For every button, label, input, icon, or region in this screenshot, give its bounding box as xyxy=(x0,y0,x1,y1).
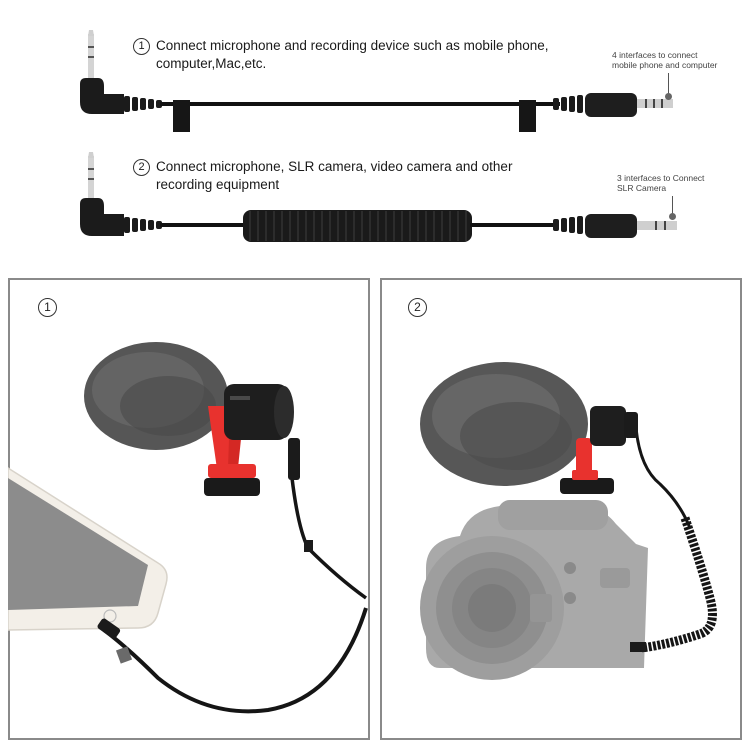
cable-2-leader-dot xyxy=(669,213,676,220)
step-number-2: 2 xyxy=(133,159,150,176)
step-number-1: 1 xyxy=(133,38,150,55)
cable-1-plug-callout: 4 interfaces to connect mobile phone and… xyxy=(612,50,718,70)
phone-microphone-illustration xyxy=(8,342,368,714)
panel-number-2: 2 xyxy=(408,298,427,317)
panel-number-1: 1 xyxy=(38,298,57,317)
camera-microphone-illustration xyxy=(420,362,717,680)
cable-2-leader-line xyxy=(672,196,673,216)
straight-cable-icon xyxy=(80,30,673,132)
cable-1-leader-line xyxy=(668,73,669,95)
usage-panel-camera: 2 xyxy=(380,278,742,740)
dslr-camera-icon xyxy=(420,500,648,680)
usage-panel-phone: 1 xyxy=(8,278,370,740)
fur-windscreen-icon xyxy=(420,362,588,486)
coiled-cable-icon xyxy=(80,152,677,242)
smartphone-icon xyxy=(8,467,168,631)
cable-2-plug-callout: 3 interfaces to Connect SLR Camera xyxy=(617,173,705,193)
cable-1-leader-dot xyxy=(665,93,672,100)
fur-windscreen-icon xyxy=(84,342,228,450)
